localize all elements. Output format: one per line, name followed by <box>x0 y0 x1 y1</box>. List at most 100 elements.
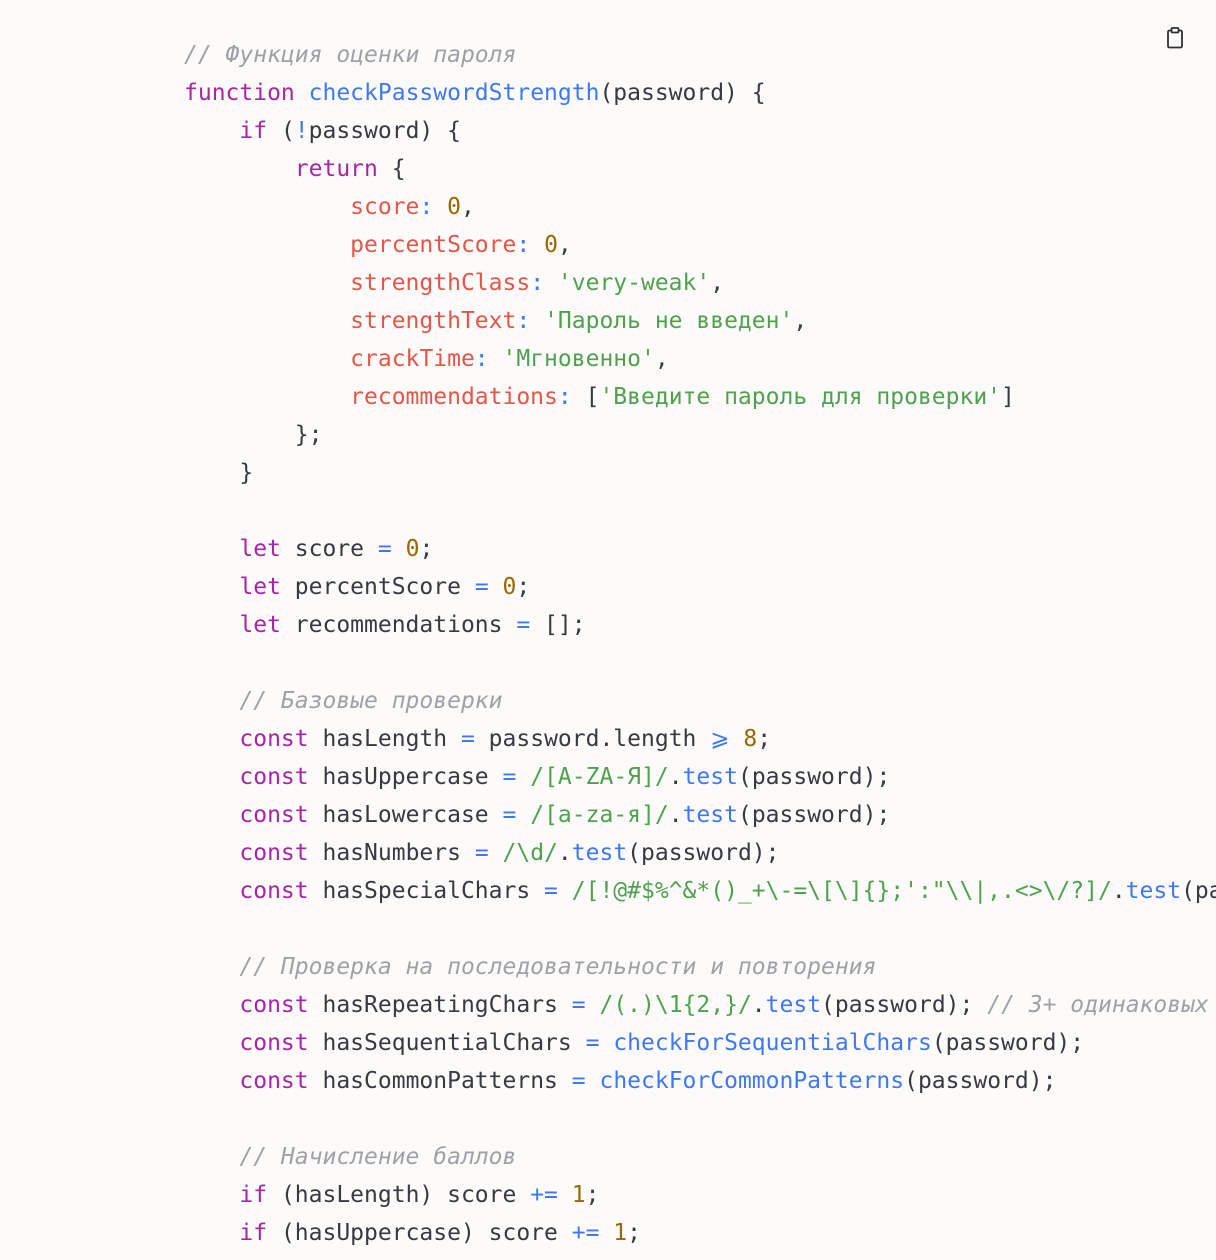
code-token-string: /(.)\1{2,}/ <box>599 992 752 1018</box>
code-token-plain: ( <box>267 118 295 144</box>
code-token-plain: , <box>654 346 669 372</box>
code-token-keyword: if <box>239 1220 268 1246</box>
code-token-plain: [ <box>571 384 600 410</box>
code-token-keyword: if <box>239 118 268 144</box>
code-token-keyword: const <box>239 802 309 828</box>
code-token-plain <box>586 1068 600 1094</box>
code-token-plain <box>184 536 239 562</box>
code-line: const hasCommonPatterns = checkForCommon… <box>184 1062 1216 1100</box>
code-token-operator: = <box>502 802 517 828</box>
code-token-string: /\d/ <box>502 840 558 866</box>
code-line <box>184 1100 1216 1138</box>
code-token-plain: (password) { <box>599 80 766 106</box>
code-token-plain <box>184 764 239 790</box>
code-token-function: test <box>1125 878 1182 904</box>
code-token-function: checkForCommonPatterns <box>599 1068 905 1094</box>
code-token-plain <box>586 992 600 1018</box>
code-token-plain: }; <box>184 422 323 448</box>
code-token-keyword: function <box>184 80 295 106</box>
code-token-keyword: const <box>239 878 309 904</box>
code-token-plain <box>184 1030 239 1056</box>
code-token-plain <box>184 270 350 296</box>
code-token-operator: = <box>460 726 475 752</box>
code-token-plain: , <box>793 308 808 334</box>
code-token-plain: . <box>1111 878 1126 904</box>
code-token-keyword: if <box>239 1182 268 1208</box>
code-token-operator: = <box>571 992 586 1018</box>
code-token-plain: (hasUppercase) score <box>267 1220 572 1246</box>
code-token-plain <box>295 80 309 106</box>
code-token-comment: // 3+ одинаковых <box>987 992 1209 1018</box>
code-token-plain: ; <box>516 574 531 600</box>
code-token-plain: []; <box>530 612 586 638</box>
code-token-plain: ] <box>1001 384 1015 410</box>
code-token-operator: = <box>502 764 517 790</box>
code-token-property: crackTime <box>350 346 475 372</box>
code-token-plain: hasLength <box>308 726 461 752</box>
code-token-operator: = <box>474 574 489 600</box>
code-line: if (hasLength) score += 1; <box>184 1176 1216 1214</box>
code-line: // Базовые проверки <box>184 682 1216 720</box>
code-token-plain <box>184 156 295 182</box>
code-token-keyword: const <box>239 992 309 1018</box>
code-token-number: 0 <box>502 574 517 600</box>
code-token-plain <box>184 1068 239 1094</box>
code-token-plain: (password); <box>931 1030 1085 1056</box>
code-line: let recommendations = []; <box>184 606 1216 644</box>
code-token-plain <box>599 1220 613 1246</box>
copy-button[interactable] <box>1162 26 1188 54</box>
code-token-plain: score <box>280 536 378 562</box>
code-token-operator: : <box>474 346 489 372</box>
code-token-plain <box>184 1182 239 1208</box>
code-line: strengthText: 'Пароль не введен', <box>184 302 1216 340</box>
code-token-plain <box>184 308 350 334</box>
code-token-plain <box>184 878 239 904</box>
code-token-number: 0 <box>447 194 461 220</box>
code-token-property: recommendations <box>350 384 558 410</box>
code-token-string: 'Введите пароль для проверки' <box>599 384 1002 410</box>
code-token-operator: = <box>516 612 531 638</box>
code-token-plain: ; <box>419 536 434 562</box>
code-token-plain <box>184 688 239 714</box>
code-token-operator: : <box>516 308 531 334</box>
code-token-comment: // Базовые проверки <box>239 688 503 714</box>
code-token-plain: hasSpecialChars <box>308 878 545 904</box>
code-line: const hasRepeatingChars = /(.)\1{2,}/.te… <box>184 986 1216 1024</box>
code-token-keyword: const <box>239 840 309 866</box>
code-token-function: checkPasswordStrength <box>308 80 600 106</box>
code-token-string: 'Мгновенно' <box>502 346 655 372</box>
code-token-keyword: let <box>239 574 281 600</box>
code-token-string: /[a-zа-я]/ <box>530 802 669 828</box>
code-token-function: test <box>765 992 822 1018</box>
code-line: }; <box>184 416 1216 454</box>
code-token-number: 1 <box>613 1220 628 1246</box>
code-token-operator: += <box>530 1182 558 1208</box>
clipboard-icon <box>1165 26 1185 54</box>
code-token-operator: = <box>544 878 558 904</box>
code-token-comment: // Функция оценки пароля <box>184 42 517 68</box>
code-line <box>184 492 1216 530</box>
code-token-plain <box>730 726 744 752</box>
code-token-keyword: let <box>239 612 281 638</box>
code-token-number: 0 <box>405 536 420 562</box>
code-line: function checkPasswordStrength(password)… <box>184 74 1216 112</box>
code-token-plain <box>433 194 447 220</box>
code-line: let score = 0; <box>184 530 1216 568</box>
code-token-plain: hasUppercase <box>308 764 503 790</box>
code-token-plain <box>184 954 239 980</box>
code-line: if (!password) { <box>184 112 1216 150</box>
code-token-keyword: const <box>239 764 309 790</box>
code-token-plain <box>184 118 239 144</box>
code-token-property: score <box>350 194 420 220</box>
code-line: let percentScore = 0; <box>184 568 1216 606</box>
code-token-plain: hasSequentialChars <box>308 1030 586 1056</box>
code-token-plain <box>558 878 572 904</box>
code-line <box>184 910 1216 948</box>
code-line: recommendations: ['Введите пароль для пр… <box>184 378 1216 416</box>
code-token-keyword: return <box>294 156 378 182</box>
code-token-property: percentScore <box>350 232 517 258</box>
code-token-operator: : <box>419 194 434 220</box>
code-token-plain: { <box>377 156 406 182</box>
code-token-plain: ; <box>627 1220 642 1246</box>
